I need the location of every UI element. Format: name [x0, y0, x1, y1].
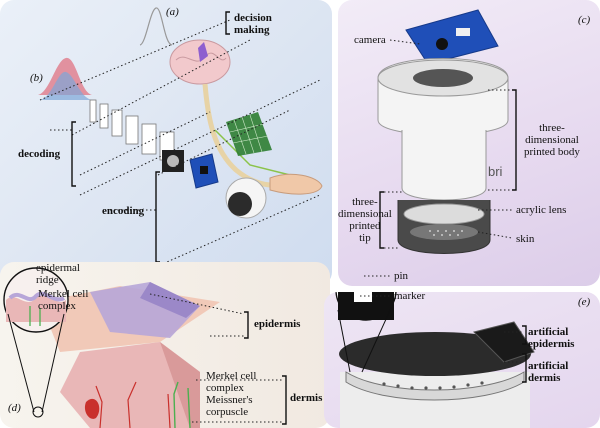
- printed-body-lower: [401, 130, 487, 201]
- merkel-top-label: Merkel cell complex: [38, 288, 88, 312]
- decision-making-label: decision making: [234, 12, 272, 36]
- epidermal-ridge-line-2: ridge: [36, 274, 59, 286]
- tip-top-surface: [339, 332, 531, 376]
- artificial-epidermis-line-2: epidermis: [528, 338, 575, 350]
- pin-array: [382, 381, 484, 390]
- artificial-dermis-line-1: artificial: [528, 360, 569, 372]
- nerve-branches: [95, 381, 171, 428]
- epidermis-e-bracket: [522, 325, 527, 345]
- merkel-nerves: [173, 381, 191, 428]
- brain-highlight: [198, 42, 208, 62]
- panel-c-illustration: [377, 9, 517, 254]
- decoding-bracket: [71, 121, 76, 187]
- marker-label: marker: [394, 290, 426, 302]
- epidermal-ridge-line-1: epidermal: [36, 262, 80, 274]
- receptive-field-grid: [226, 112, 272, 156]
- encoding-bracket: [155, 171, 160, 263]
- panel-label-c: (c): [578, 14, 591, 26]
- panel-label-d: (d): [8, 402, 21, 414]
- panel-e-artificial-skin: (e) artificial epidermis artificial derm…: [324, 292, 600, 428]
- blue-distribution-curve: [40, 71, 92, 100]
- tip-bracket: [379, 191, 384, 249]
- decoding-label: decoding: [18, 148, 61, 160]
- camera-pcb: [405, 9, 499, 65]
- decision-making-line-2: making: [234, 24, 270, 36]
- pin-label: pin: [394, 270, 409, 282]
- epidermis-bracket: [244, 311, 249, 339]
- epidermal-ridge-label: epidermal ridge: [36, 262, 80, 286]
- printed-tip-line-4: tip: [359, 232, 371, 244]
- artificial-dermis-label: artificial dermis: [528, 360, 568, 384]
- merkel-bottom-line-1: Merkel cell: [206, 370, 257, 382]
- dermis-e-bracket: [522, 353, 527, 383]
- artificial-epidermis-line-1: artificial: [528, 326, 569, 338]
- printed-body-line-1: three-: [539, 122, 565, 134]
- panel-label-e: (e): [578, 296, 591, 308]
- panel-ab-illustration: [38, 7, 323, 266]
- decoding-network-layers: [89, 99, 175, 161]
- printed-body-line-3: printed body: [524, 146, 580, 158]
- artificial-dermis-line-2: dermis: [528, 372, 561, 384]
- printed-tip-line-1: three-: [352, 196, 378, 208]
- dermis-label: dermis: [290, 392, 323, 404]
- decision-bracket: [225, 11, 230, 35]
- meissner-line-1: Meissner's: [206, 394, 253, 406]
- merkel-bottom-line-2: complex: [206, 382, 244, 394]
- skin-label: skin: [516, 233, 535, 245]
- decision-making-line-1: decision: [234, 12, 272, 24]
- fingertip: [269, 173, 323, 195]
- panel-d-illustration: [3, 267, 287, 428]
- pin-profile: [338, 292, 394, 320]
- panel-e-illustration: [335, 292, 535, 428]
- panel-c-sensor-assembly: (c) camera three- dimensional printed bo…: [338, 0, 600, 286]
- meissner-corpuscle: [84, 398, 100, 419]
- panel-ab-neural-pipeline: (a) (b) decision making decoding encodin…: [0, 0, 332, 286]
- printed-body-line-2: dimensional: [525, 134, 579, 146]
- printed-tip-label: three- dimensional printed tip: [338, 196, 392, 244]
- dotted-guides: [39, 19, 321, 266]
- acrylic-lens-label: acrylic lens: [516, 204, 567, 216]
- peeled-epidermis-flap: [473, 321, 535, 363]
- panel-label-b: (b): [30, 72, 43, 84]
- panel-label-a: (a): [166, 6, 179, 18]
- dermis-bracket: [282, 375, 287, 425]
- body-brand-text: bri: [488, 164, 503, 179]
- skin-surface: [410, 224, 478, 240]
- printed-tip-line-2: dimensional: [338, 208, 392, 220]
- panel-d-human-skin: epidermal ridge Merkel cell complex epid…: [0, 262, 330, 428]
- merkel-top-line-1: Merkel cell: [38, 288, 89, 300]
- artificial-epidermis-label: artificial epidermis: [528, 326, 574, 350]
- encoding-label: encoding: [102, 205, 145, 217]
- decision-curve: [139, 7, 173, 46]
- camera-label: camera: [354, 34, 386, 46]
- body-bracket: [512, 89, 517, 191]
- epidermis-label: epidermis: [254, 318, 301, 330]
- printed-body-label: three- dimensional printed body: [524, 122, 580, 158]
- printed-tip-line-3: printed: [349, 220, 381, 232]
- merkel-top-line-2: complex: [38, 300, 76, 312]
- merkel-bottom-label: Merkel cell complex Meissner's corpuscle: [206, 370, 256, 418]
- meissner-line-2: corpuscle: [206, 406, 249, 418]
